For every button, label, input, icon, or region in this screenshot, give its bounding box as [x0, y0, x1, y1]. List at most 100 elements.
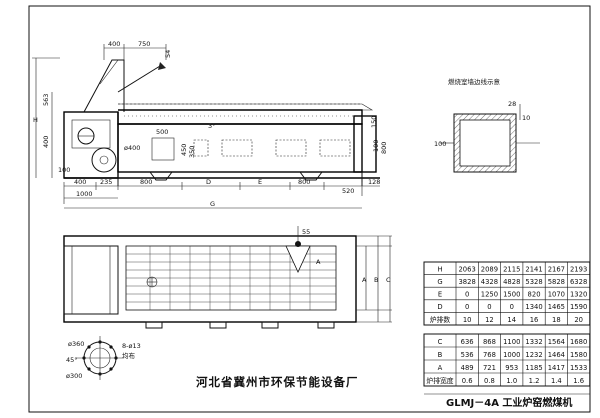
table-cell: 0 [465, 303, 469, 311]
table-cell: 1.6 [573, 377, 584, 385]
grate-top-incline [117, 109, 363, 125]
dim-b128: 128 [368, 178, 380, 186]
plan-A-marker: A [316, 258, 321, 266]
grate-casing [117, 123, 363, 173]
table-cell: 20 [574, 316, 583, 324]
inset-title: 燃烧室墙边线示意 [448, 77, 501, 86]
dim-b400: 400 [74, 178, 86, 186]
table-row-label: H [437, 265, 442, 273]
plan-C: C [386, 276, 391, 284]
table-cell: 4828 [503, 278, 520, 286]
table-cell: 1590 [570, 303, 587, 311]
table-cell: 16 [530, 316, 539, 324]
table-cell: 636 [461, 338, 474, 346]
incline-hatch [118, 103, 362, 117]
table-cell: 768 [483, 351, 496, 359]
dim-phi400: ø400 [124, 144, 140, 152]
inspection-door-5 [319, 139, 351, 157]
table-cell: 1.0 [506, 377, 517, 385]
table-cell: 1100 [503, 338, 520, 346]
dim-350: 350 [188, 146, 196, 158]
dim-top-400: 400 [108, 40, 120, 48]
table-cell: 12 [485, 316, 494, 324]
table-cell: 536 [461, 351, 474, 359]
hopper-inner [71, 119, 111, 149]
table-cell: 0 [465, 291, 469, 299]
dim-bE: E [258, 178, 262, 186]
table-cell: 0.8 [484, 377, 495, 385]
table-cell: 2193 [570, 265, 587, 273]
table-cell: 1564 [548, 338, 565, 346]
side-elevation: 400 750 54 H 563 400 100 ø400 500 450 35… [32, 40, 388, 209]
table-cell: 1500 [503, 291, 520, 299]
dim-3deg: 3° [208, 122, 215, 130]
table-cell: 1185 [525, 364, 542, 372]
table-cell: 14 [507, 316, 516, 324]
table-cell: 868 [483, 338, 496, 346]
table-cell: 1580 [570, 351, 587, 359]
flange-angle: 45° [66, 356, 78, 364]
table-cell: 0 [510, 303, 514, 311]
table-cell: 0.6 [462, 377, 473, 385]
table-cell: 1680 [570, 338, 587, 346]
table-cell: 1070 [548, 291, 565, 299]
table-cell: 1320 [570, 291, 587, 299]
dim-top-54: 54 [164, 50, 172, 58]
table-cell: 0 [487, 303, 491, 311]
table-cell: 1.4 [551, 377, 562, 385]
table-cell: 721 [483, 364, 496, 372]
dim-right-800: 800 [380, 142, 388, 154]
table-cell: 1232 [525, 351, 542, 359]
plan-A: A [362, 276, 367, 284]
table-cell: 1340 [525, 303, 542, 311]
table-cell: 5328 [525, 278, 542, 286]
table-row-label: B [438, 351, 443, 359]
dim-500: 500 [156, 128, 168, 136]
inspection-door-3 [221, 139, 253, 157]
dim-left-100: 100 [58, 166, 70, 174]
table-row-label: 炉排数 [430, 315, 451, 324]
plan-damper [285, 245, 311, 273]
dim-b520: 520 [342, 187, 354, 195]
table-frame [423, 261, 591, 326]
table-row-label: D [437, 303, 442, 311]
table-cell: 1464 [548, 351, 565, 359]
table-cell: 1000 [503, 351, 520, 359]
wall-inset: 燃烧室墙边线示意 28 100 10 [434, 77, 540, 173]
table-cell: 10 [463, 316, 472, 324]
sheet-border [28, 5, 591, 413]
table-cell: 1250 [481, 291, 498, 299]
inspection-door-2 [193, 139, 209, 157]
table-cell: 953 [505, 364, 518, 372]
lever-tip [158, 62, 166, 70]
table-cell: 489 [461, 364, 474, 372]
dim-150: 150 [370, 116, 378, 128]
plan-view: 55 A A B C [63, 226, 392, 329]
table-cell: 2115 [503, 265, 520, 273]
dim-right-100: 100 [372, 140, 380, 152]
dim-bD: D [206, 178, 211, 186]
dim-b1000: 1000 [76, 190, 93, 198]
flange-even: 均布 [122, 351, 136, 360]
dim-b235: 235 [100, 178, 112, 186]
table-row-label: G [437, 278, 442, 286]
table-cell: 2063 [458, 265, 475, 273]
lever-arm [117, 65, 161, 93]
dim-bG: G [210, 200, 215, 208]
dim-left-400: 400 [42, 136, 50, 148]
flange-detail: ø360 45° ø300 8-ø13 均布 [66, 336, 141, 380]
table-cell: 1465 [548, 303, 565, 311]
plan-hopper [63, 245, 119, 315]
dim-H: H [33, 116, 38, 124]
inspection-door-4 [275, 139, 307, 157]
table-cell: 2089 [481, 265, 498, 273]
plan-B: B [374, 276, 378, 284]
inspection-door-1 [151, 137, 175, 161]
model-title: GLMJ－4A 工业炉窑燃煤机 [446, 396, 572, 409]
table-row-label: 炉排宽度 [426, 376, 453, 385]
table-cell: 1.2 [529, 377, 540, 385]
table-cell: 2141 [525, 265, 542, 273]
table-cell: 18 [552, 316, 561, 324]
